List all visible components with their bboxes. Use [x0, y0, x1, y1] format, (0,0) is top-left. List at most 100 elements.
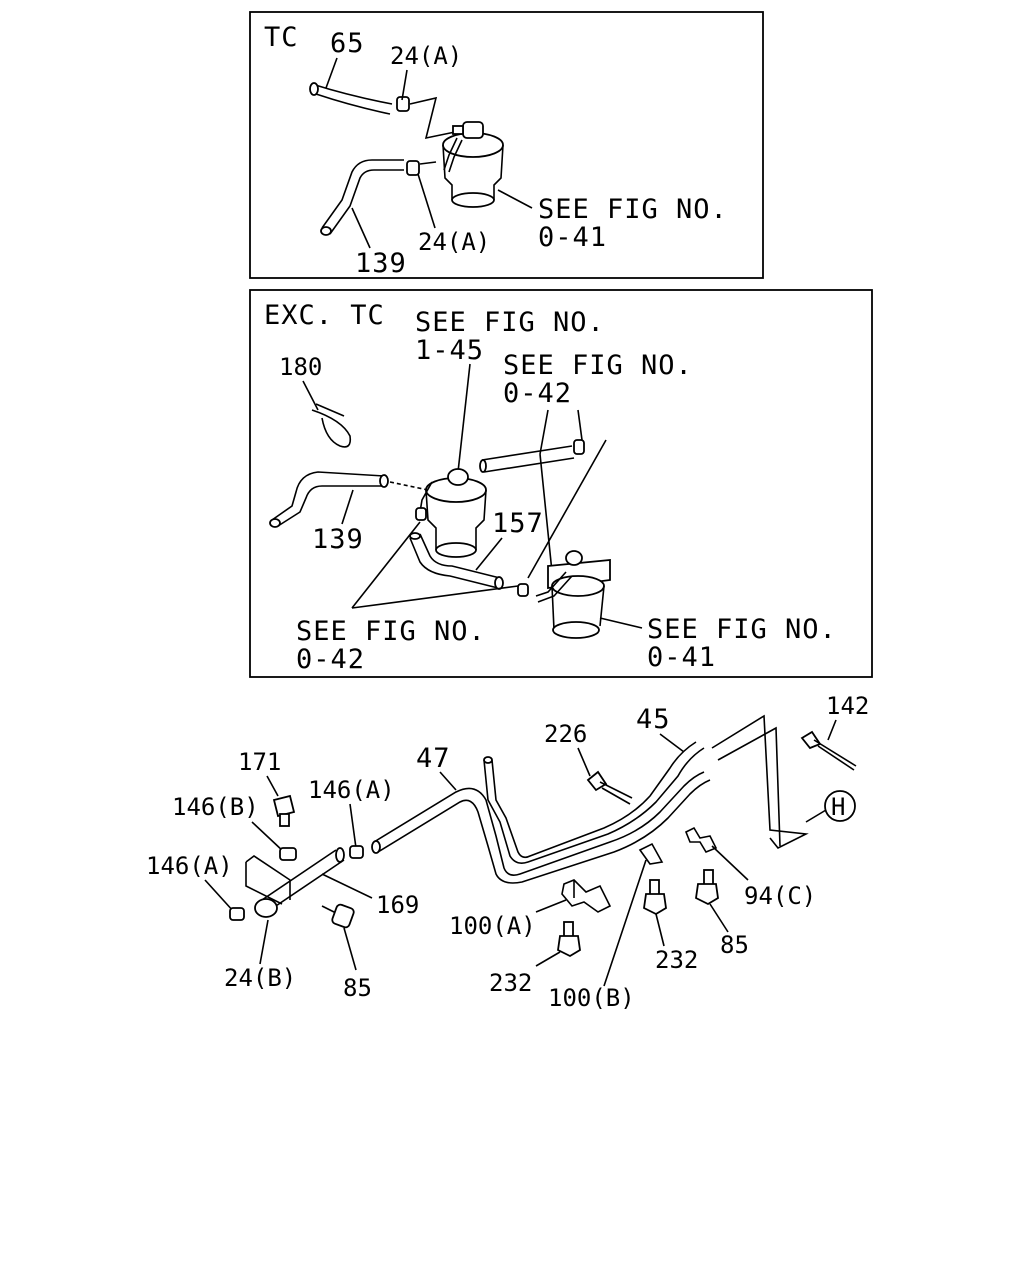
leader-100b	[603, 859, 647, 987]
label-100a: 100(A)	[449, 912, 536, 940]
main-assembly: 171 146(B) 146(A) 146(A)	[146, 692, 869, 1012]
leader-24b	[259, 919, 269, 965]
leader-85-right	[709, 903, 729, 933]
clip-94c[interactable]	[684, 826, 718, 853]
label-see-fig-145-l2: 1-45	[415, 335, 484, 366]
leader-see-fig-041	[497, 189, 533, 209]
leader-157	[475, 537, 503, 571]
label-see-fig-042-top-l1: SEE FIG NO.	[503, 350, 693, 381]
band-226[interactable]	[586, 770, 633, 805]
clip-exc-right[interactable]	[517, 583, 529, 597]
leader-146a-left	[204, 879, 235, 913]
label-100b: 100(B)	[548, 984, 635, 1012]
leader-see-fig-042-top-d	[539, 453, 553, 573]
label-146a-left: 146(A)	[146, 852, 233, 880]
leader-see-fig-042-bottom-b	[351, 585, 519, 609]
pipe-45[interactable]	[483, 741, 705, 864]
label-see-fig-041-l1: SEE FIG NO.	[538, 194, 728, 225]
tc-section-frame	[249, 11, 764, 279]
clip-24a-top[interactable]	[396, 96, 410, 112]
pipe-to-h-b	[717, 726, 781, 847]
reference-h[interactable]: H	[824, 790, 856, 822]
hose-139-tc[interactable]	[320, 159, 404, 236]
leader-see-fig-042-top-a	[539, 409, 549, 455]
pipe-47[interactable]	[371, 771, 711, 884]
label-94c: 94(C)	[744, 882, 816, 910]
label-232-left: 232	[489, 969, 532, 997]
leader-94c	[711, 845, 749, 881]
label-band-180: 180	[279, 353, 322, 381]
clamp-100b[interactable]	[638, 842, 664, 865]
leader-24a-bottom	[417, 173, 436, 229]
leader-see-fig-041-exc	[599, 617, 643, 629]
tc-section: TC 65 24(A) SEE FIG NO. 0-	[249, 11, 764, 279]
clip-146a-left[interactable]	[229, 907, 245, 921]
fuel-filter-exc-left[interactable]	[419, 468, 487, 558]
exc-tc-section-title: EXC. TC	[264, 300, 385, 331]
leader-232-right	[655, 913, 665, 947]
label-clip-24a-bottom: 24(A)	[418, 228, 490, 256]
leader-h	[805, 809, 827, 823]
label-see-fig-041-l2: 0-41	[538, 222, 607, 253]
label-169: 169	[376, 891, 419, 919]
label-85-left: 85	[343, 974, 372, 1002]
label-45: 45	[636, 704, 671, 735]
band-142[interactable]	[800, 730, 857, 771]
label-142: 142	[826, 692, 869, 720]
leader-180	[302, 380, 319, 411]
tc-section-title: TC	[264, 22, 299, 53]
exc-tc-section-frame	[249, 289, 873, 678]
bolt-85-right[interactable]	[695, 869, 719, 906]
leader-65	[325, 57, 338, 89]
bolt-85-left[interactable]	[321, 903, 355, 929]
leader-see-fig-145	[457, 363, 471, 473]
pipe-to-h	[711, 714, 809, 850]
leader-139-tc	[351, 207, 371, 249]
bolt-232-left[interactable]	[557, 921, 581, 958]
clamp-100a[interactable]	[561, 879, 612, 913]
label-see-fig-145-l1: SEE FIG NO.	[415, 307, 605, 338]
label-171: 171	[238, 748, 281, 776]
label-see-fig-041-exc-l1: SEE FIG NO.	[647, 614, 837, 645]
label-85-right: 85	[720, 931, 749, 959]
label-146a-top: 146(A)	[308, 776, 395, 804]
clip-24a-bottom[interactable]	[406, 160, 437, 176]
label-see-fig-041-exc-l2: 0-41	[647, 642, 716, 673]
bolt-171[interactable]	[272, 794, 296, 827]
leader-226	[577, 747, 591, 777]
label-see-fig-042-top-l2: 0-42	[503, 378, 572, 409]
clip-146b[interactable]	[279, 847, 297, 861]
label-24b: 24(B)	[224, 964, 296, 992]
hose-157[interactable]	[409, 532, 504, 590]
clip-146a-top[interactable]	[349, 845, 364, 859]
label-226: 226	[544, 720, 587, 748]
label-see-fig-042-bottom-l1: SEE FIG NO.	[296, 616, 486, 647]
bolt-232-right[interactable]	[643, 879, 667, 916]
leader-24a-top	[401, 69, 408, 101]
label-hose-139-exc: 139	[312, 524, 364, 555]
fuel-filter-exc-right[interactable]	[535, 550, 611, 639]
ref-h-letter: H	[831, 793, 845, 821]
label-47: 47	[416, 743, 451, 774]
bracket-169-assembly[interactable]	[245, 847, 345, 918]
clip-exc-left[interactable]	[415, 507, 427, 521]
leader-45	[659, 733, 685, 753]
leader-171	[266, 775, 279, 797]
hose-65[interactable]	[309, 82, 393, 115]
fuel-filter-tc[interactable]	[442, 121, 504, 208]
label-hose-65: 65	[330, 28, 365, 59]
leader-146b	[251, 821, 285, 853]
leader-see-fig-042-bottom-a	[351, 521, 421, 609]
leader-169	[321, 873, 373, 899]
leader-see-fig-042-top-c	[527, 439, 607, 579]
pipe-exc-top[interactable]	[479, 439, 585, 473]
exc-tc-section: EXC. TC SEE FIG NO. 1-45 SEE FIG NO. 0-4…	[249, 289, 873, 678]
leader-142	[827, 719, 837, 741]
leader-100a	[535, 899, 567, 913]
label-146b: 146(B)	[172, 793, 259, 821]
band-180[interactable]	[311, 403, 352, 448]
hose-139-exc[interactable]	[269, 471, 429, 528]
leader-139-exc	[341, 489, 354, 525]
label-see-fig-042-bottom-l2: 0-42	[296, 644, 365, 675]
